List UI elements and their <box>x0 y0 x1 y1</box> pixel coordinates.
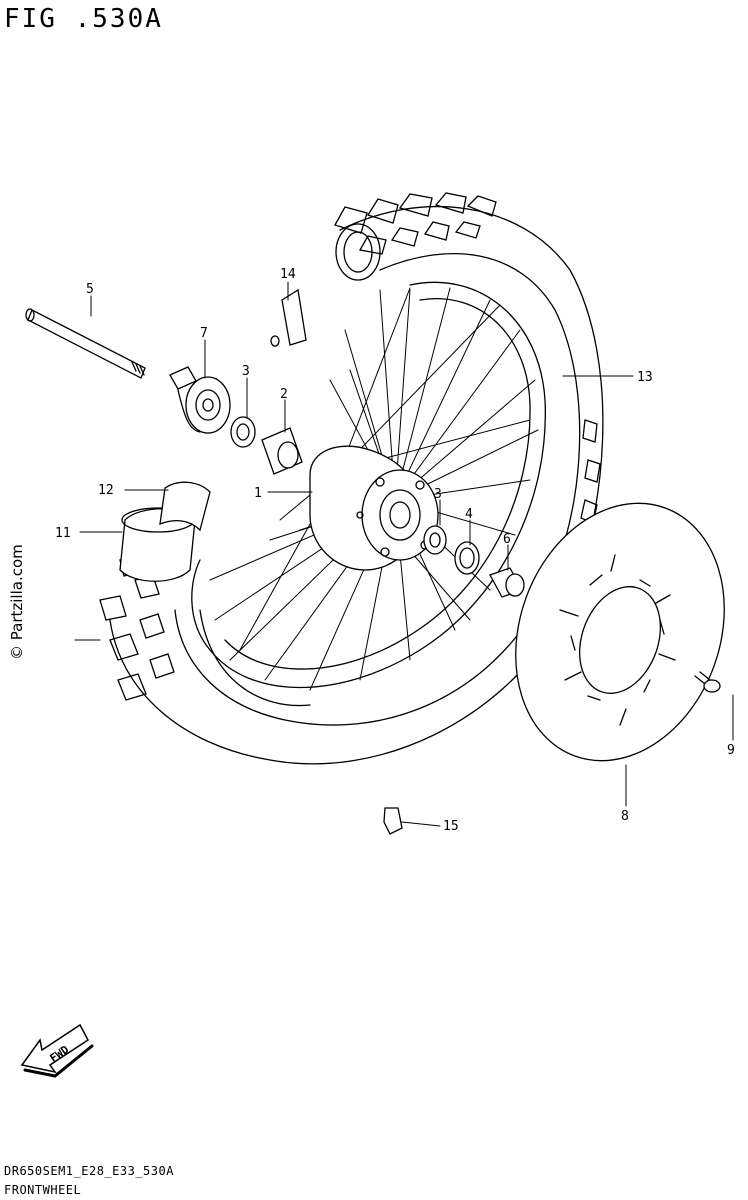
callout-6[interactable]: 6 <box>503 532 511 547</box>
speedometer-gearbox[interactable] <box>169 366 231 434</box>
spacer[interactable] <box>261 427 303 475</box>
oil-seal[interactable] <box>454 541 480 575</box>
callout-7[interactable]: 7 <box>200 326 208 341</box>
tube-valve[interactable] <box>270 288 307 347</box>
callout-2[interactable]: 2 <box>280 387 288 402</box>
callout-14[interactable]: 14 <box>280 267 296 282</box>
callout-3b[interactable]: 3 <box>434 487 442 502</box>
callout-1[interactable]: 1 <box>254 486 262 501</box>
leader-lines <box>74 281 734 827</box>
fwd-arrow-icon <box>20 1023 94 1078</box>
callout-12[interactable]: 12 <box>98 483 114 498</box>
brake-disc[interactable] <box>481 474 748 790</box>
callout-13[interactable]: 13 <box>637 370 653 385</box>
callout-11[interactable]: 11 <box>55 526 71 541</box>
rim[interactable] <box>191 281 546 707</box>
callout-8[interactable]: 8 <box>621 809 629 824</box>
figure-title: FIG .530A <box>4 4 163 34</box>
callout-3[interactable]: 3 <box>242 364 250 379</box>
axle[interactable] <box>25 308 146 379</box>
callout-9[interactable]: 9 <box>727 743 735 758</box>
hub[interactable] <box>309 445 439 571</box>
rim-lock-clip[interactable] <box>383 807 403 835</box>
disc-bolt[interactable] <box>694 671 721 693</box>
callout-5[interactable]: 5 <box>86 282 94 297</box>
bearing-left[interactable] <box>230 416 256 448</box>
bearing-right[interactable] <box>423 525 447 555</box>
callout-15[interactable]: 15 <box>443 819 459 834</box>
callout-4[interactable]: 4 <box>465 507 473 522</box>
figure-code: DR650SEM1_E28_E33_530A <box>4 1164 174 1178</box>
collar[interactable] <box>489 567 525 598</box>
figure-name: FRONTWHEEL <box>4 1183 82 1197</box>
rim-band[interactable] <box>159 481 211 532</box>
